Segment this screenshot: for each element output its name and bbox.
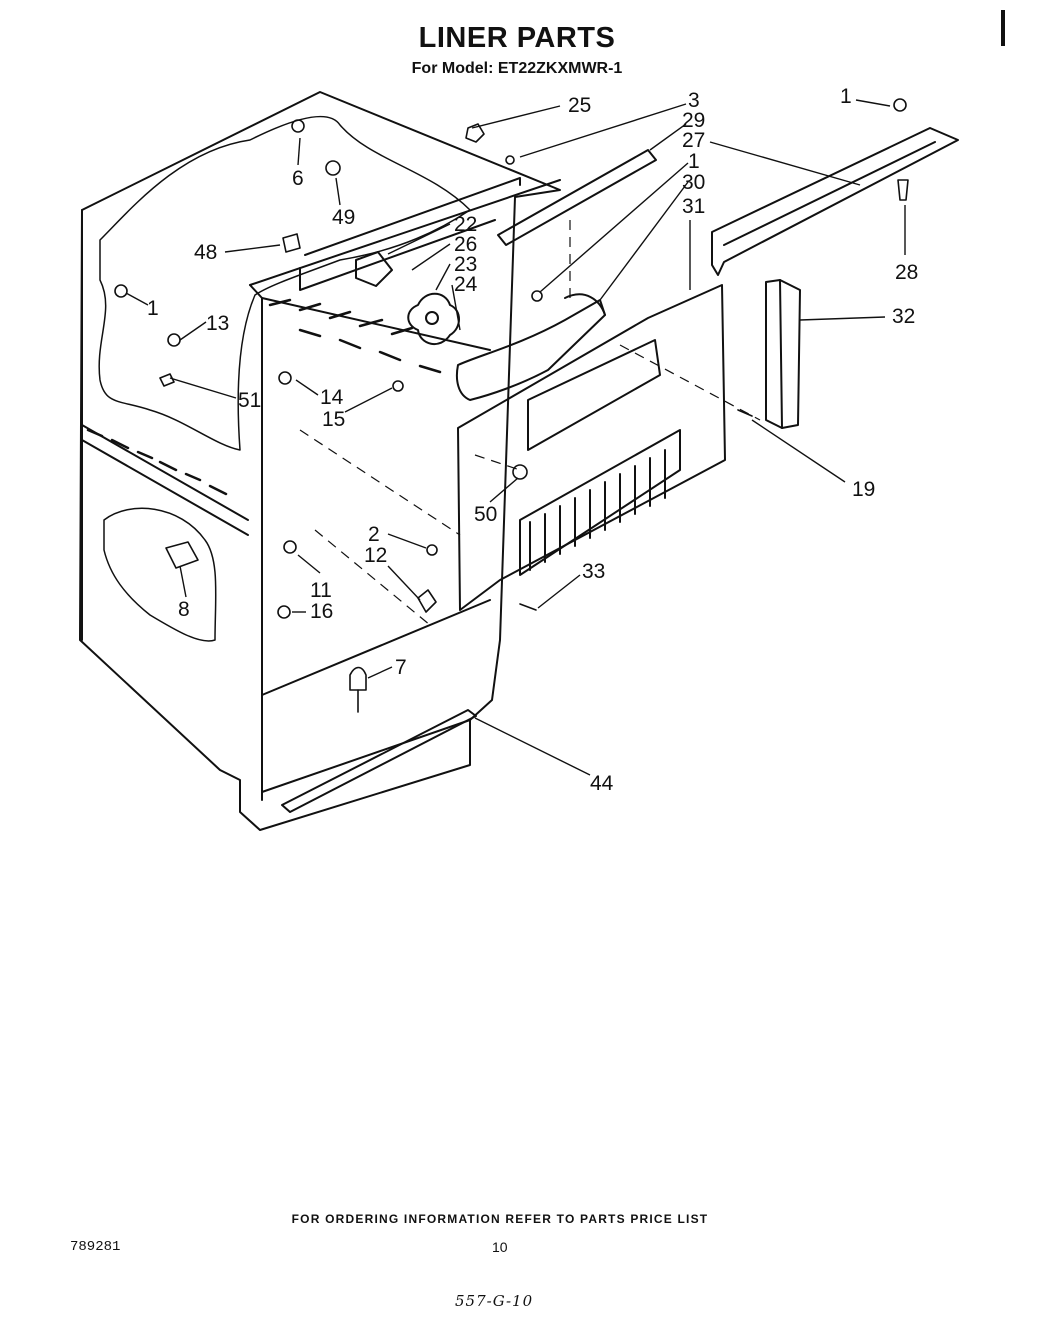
callout-33: 33 <box>582 560 606 583</box>
callout-1-upper: 1 <box>688 150 700 173</box>
ordering-note: FOR ORDERING INFORMATION REFER TO PARTS … <box>291 1212 709 1226</box>
model-subtitle: For Model: ET22ZKXMWR-1 <box>411 60 623 77</box>
side-rail-29 <box>497 149 657 246</box>
callout-27: 27 <box>682 129 706 152</box>
page-title: LINER PARTS <box>418 22 616 54</box>
document-number: 789281 <box>70 1239 121 1255</box>
callout-6: 6 <box>292 167 304 190</box>
callout-26: 26 <box>454 233 478 256</box>
corner-mark <box>1001 10 1005 46</box>
page-number: 10 <box>492 1239 508 1255</box>
callout-19: 19 <box>852 478 876 501</box>
callout-44: 44 <box>590 772 614 795</box>
callout-14: 14 <box>320 386 344 409</box>
callout-13: 13 <box>206 312 230 335</box>
callout-16: 16 <box>310 600 334 623</box>
callout-15: 15 <box>322 408 346 431</box>
callout-51: 51 <box>238 389 262 412</box>
callout-30: 30 <box>682 171 706 194</box>
callout-24: 24 <box>454 273 478 296</box>
cabinet-liner-outline <box>79 91 561 831</box>
callout-48: 48 <box>194 241 218 264</box>
fan-motor-assembly <box>355 251 460 345</box>
callout-23: 23 <box>454 253 478 276</box>
callout-7: 7 <box>395 656 407 679</box>
callout-31: 31 <box>682 195 706 218</box>
fasteners <box>114 98 909 713</box>
rear-panel-31 <box>457 284 726 611</box>
callout-3: 3 <box>688 89 700 112</box>
callout-8: 8 <box>178 598 190 621</box>
callout-11: 11 <box>310 579 332 602</box>
callout-49: 49 <box>332 206 356 229</box>
callout-25: 25 <box>568 94 592 117</box>
callout-22: 22 <box>454 213 478 236</box>
callout-2: 2 <box>368 523 380 546</box>
cutaway-outlines <box>98 115 471 642</box>
callout-29: 29 <box>682 109 706 132</box>
callout-50: 50 <box>474 503 498 526</box>
callout-1-left: 1 <box>147 297 159 320</box>
top-rail-27 <box>711 127 959 276</box>
callout-1-right: 1 <box>840 85 852 108</box>
liner-slots <box>86 298 442 496</box>
callout-32: 32 <box>892 305 916 328</box>
handwritten-code: 557-G-10 <box>455 1292 534 1310</box>
callout-28: 28 <box>895 261 919 284</box>
callout-12: 12 <box>364 544 388 567</box>
bottom-rail-44 <box>281 709 477 813</box>
vertical-trim-32 <box>765 279 801 429</box>
